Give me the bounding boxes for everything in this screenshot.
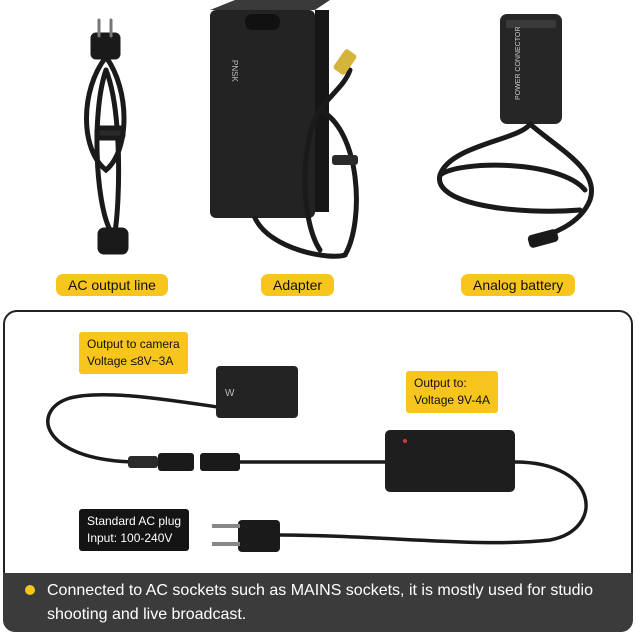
callout-adapter-output-line2: Voltage 9V-4A bbox=[414, 393, 491, 407]
adapter-brick bbox=[385, 430, 515, 492]
ac-cable-image bbox=[84, 18, 129, 255]
callout-adapter-output: Output to: Voltage 9V-4A bbox=[406, 371, 499, 413]
label-analog-battery: Analog battery bbox=[461, 274, 576, 296]
callout-ac-plug-line2: Input: 100-240V bbox=[87, 531, 173, 545]
ac-plug bbox=[238, 520, 280, 552]
bullet-dot-icon bbox=[25, 585, 35, 595]
battery-image: POWER CONNECTOR bbox=[437, 14, 595, 248]
label-adapter: Adapter bbox=[261, 274, 335, 296]
callout-camera-output: Output to camera Voltage ≤8V~3A bbox=[79, 332, 188, 374]
callout-camera-output-line2: Voltage ≤8V~3A bbox=[87, 354, 174, 368]
callout-camera-output-line1: Output to camera bbox=[87, 337, 180, 351]
dummy-battery bbox=[216, 366, 298, 418]
battery-face-text: POWER CONNECTOR bbox=[515, 27, 522, 100]
adapter-image: PNSK bbox=[210, 0, 359, 259]
bottom-note-text: Connected to AC sockets such as MAINS so… bbox=[47, 582, 594, 623]
adapter-brand-text: PNSK bbox=[230, 60, 239, 82]
callout-adapter-output-line1: Output to: bbox=[414, 376, 467, 390]
callout-ac-plug: Standard AC plug Input: 100-240V bbox=[79, 509, 190, 551]
bottom-note-bar: Connected to AC sockets such as MAINS so… bbox=[3, 573, 633, 632]
label-ac-output-line: AC output line bbox=[56, 274, 168, 296]
callout-ac-plug-line1: Standard AC plug bbox=[87, 514, 182, 528]
svg-text:W: W bbox=[225, 388, 235, 399]
